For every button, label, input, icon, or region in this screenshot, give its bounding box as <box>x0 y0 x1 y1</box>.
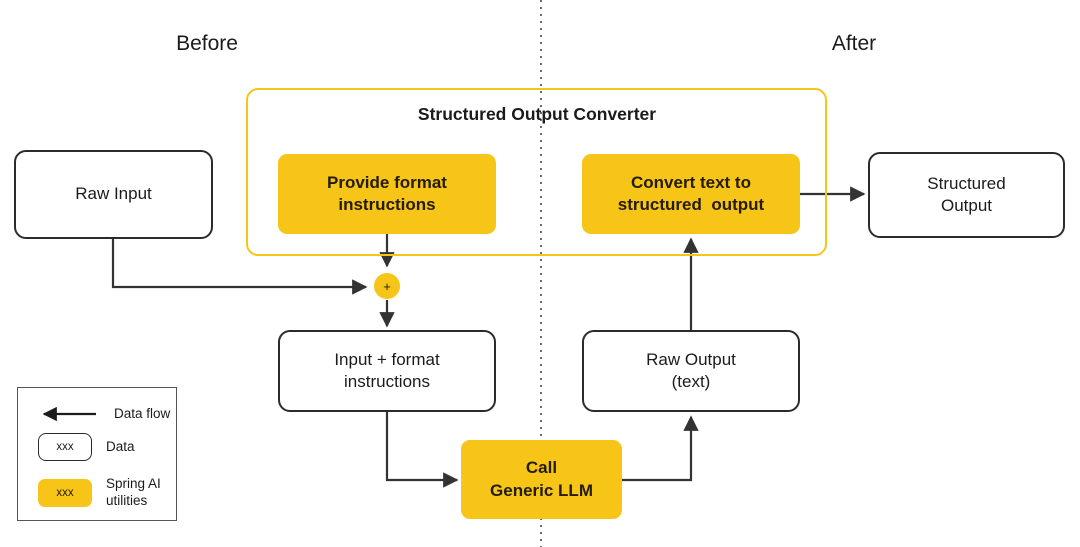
node-provide-format-instructions-label: Provide format instructions <box>327 172 447 214</box>
node-raw-input-label: Raw Input <box>75 184 152 204</box>
legend-label-spring-ai-utilities: Spring AI utilities <box>106 476 161 508</box>
legend-panel: Data flow xxx Data xxx Spring AI utiliti… <box>17 387 177 521</box>
legend-row-data: xxx Data <box>38 433 135 461</box>
node-structured-output[interactable]: Structured Output <box>868 152 1065 238</box>
legend-label-data: Data <box>106 438 135 454</box>
phase-label-after: After <box>831 32 877 55</box>
legend-swatch-data-text: xxx <box>56 441 74 453</box>
legend-swatch-data: xxx <box>38 433 92 461</box>
node-raw-input[interactable]: Raw Input <box>14 150 213 239</box>
edge-raw-input-to-junction <box>111 239 368 295</box>
edge-input-format-to-call-llm <box>385 412 459 488</box>
node-raw-output-label: Raw Output (text) <box>646 349 736 391</box>
legend-swatch-utility: xxx <box>38 478 92 507</box>
node-input-format-label: Input + format instructions <box>334 349 440 391</box>
node-structured-output-label: Structured Output <box>927 173 1006 215</box>
plus-symbol: + <box>383 278 391 294</box>
node-raw-output[interactable]: Raw Output (text) <box>582 330 800 412</box>
legend-swatch-utility-text: xxx <box>56 486 74 499</box>
structured-output-converter-group <box>246 88 827 256</box>
edge-call-llm-to-raw-output <box>622 415 699 482</box>
node-call-generic-llm[interactable]: Call Generic LLM <box>461 440 622 519</box>
legend-arrow-icon <box>42 407 96 422</box>
phase-label-before: Before <box>176 32 238 55</box>
legend-row-spring-ai-utilities: xxx Spring AI utilities <box>38 476 161 510</box>
node-provide-format-instructions[interactable]: Provide format instructions <box>278 154 496 234</box>
legend-row-data-flow: Data flow <box>38 406 170 423</box>
node-call-generic-llm-label: Call Generic LLM <box>490 458 593 500</box>
merge-junction-plus-icon: + <box>374 273 400 299</box>
legend-label-data-flow: Data flow <box>114 406 171 421</box>
node-input-plus-format-instructions[interactable]: Input + format instructions <box>278 330 496 412</box>
node-convert-text-label: Convert text to structured output <box>617 172 765 214</box>
structured-output-converter-title: Structured Output Converter <box>417 104 657 124</box>
node-convert-text-to-structured-output[interactable]: Convert text to structured output <box>582 154 800 234</box>
